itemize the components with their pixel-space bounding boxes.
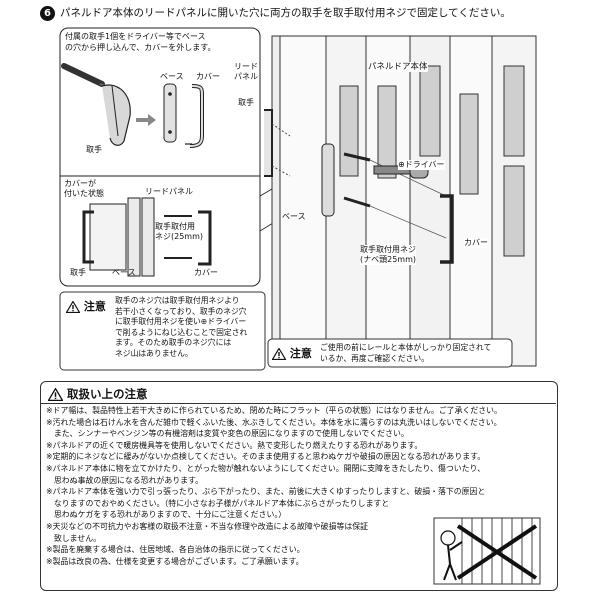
detail-label-lead-panel: リードパネル xyxy=(145,187,193,196)
caution-right-frame xyxy=(267,338,513,368)
caution-right-head: 注意 xyxy=(272,345,312,361)
caution-left-line: 若干小さくなっており、取手のネジ穴 xyxy=(115,306,247,316)
handling-note: ※パネルドア本体に物を立てかけたり、とがった物が触れないようにしてください。開閉… xyxy=(46,463,486,473)
detail-label-line: ネジ(25mm) xyxy=(155,232,204,241)
caution-right-head-text: 注意 xyxy=(289,347,312,360)
caution-left-line: で削るようにねじ込むことで固定され xyxy=(115,327,248,337)
main-label-lead-panel: リード パネル xyxy=(234,62,258,82)
handling-note: ※定期的にネジなどに緩みがないか点検してください。そのまま使用すると思わぬケガや… xyxy=(46,452,486,462)
child-hanging-warning-illustration xyxy=(433,517,541,585)
caution-left-line: ネジ山はありません。 xyxy=(115,348,193,358)
main-label-line: 取手取付用ネジ xyxy=(360,245,416,254)
handling-note: ※製品は改良の為、仕様を変更する場合がございます。ご了承願います。 xyxy=(46,556,304,566)
caution-left-body: 取手のネジ穴は取手取付用ネジより 若干小さくなっており、取手のネジ穴 に取手取付… xyxy=(115,296,265,359)
handling-note: ※汚れた場合は石けん水を含んだ雑巾で軽くふいた後、水ぶきしてください。本体を水に… xyxy=(46,417,502,427)
detail-label-handle: 取手 xyxy=(70,268,86,277)
main-label-screw: 取手取付用ネジ (ナベ頭25mm) xyxy=(360,245,417,265)
main-label-driver: ⊕ドライバー xyxy=(398,160,445,170)
handling-note: ※パネルドア本体を強い力で引っ張ったり、ぶら下がったり、また、前後に大きくゆすっ… xyxy=(46,487,486,497)
detail-label-cover: カバー xyxy=(194,268,218,277)
caution-right-line: ご使用の前にレールと本体がしっかり固定されて xyxy=(320,343,492,352)
handling-note: 思わぬケガをする恐れがありますので、十分にご注意ください。） xyxy=(46,510,287,520)
inset-instruction: 付属の取手1個をドライバー等でベース の穴から押し込んで、カバーを外します。 xyxy=(65,31,235,53)
handling-precautions-box xyxy=(40,381,558,591)
handling-note: ※ドア幅は、製品特性上若干大きめに作られているため、閉めた時にフラット（平らの状… xyxy=(46,406,502,415)
caution-left-line: ます。そのため取手のネジ穴には xyxy=(115,338,232,347)
detail-label-line: カバーが xyxy=(64,179,96,188)
handling-note: ※天災などの不可抗力やお客様の取扱不注意・不当な修理や改造による故障や破損等は保… xyxy=(46,521,369,531)
detail-label-cover-attached: カバーが 付いた状態 xyxy=(64,179,104,199)
detail-label-screw: 取手取付用 ネジ(25mm) xyxy=(155,222,203,242)
arrow-right-icon xyxy=(136,114,156,126)
installation-figure xyxy=(59,27,537,371)
detail-label-line: 取手取付用 xyxy=(155,222,195,231)
caution-left-head-text: 注意 xyxy=(83,300,106,313)
main-label-line: パネル xyxy=(234,72,258,81)
handling-note: ※パネルドアの近くで暖房機具等を使用しないでください。熱で変形したり燃えたりする… xyxy=(46,440,423,450)
base-part-illustration xyxy=(163,83,177,143)
main-label-line: リード xyxy=(234,62,258,71)
handling-title-text: 取扱い上の注意 xyxy=(67,387,148,401)
inset-label-cover: カバー xyxy=(196,72,220,81)
handling-note: ※製品を廃棄する場合は、住居地域、各自治体の指示に従ってください。 xyxy=(46,545,305,555)
caution-left-head: 注意 xyxy=(66,298,106,314)
handling-divider xyxy=(40,403,556,404)
main-label-handle: 取手 xyxy=(238,98,254,107)
inset-instruction-line: の穴から押し込んで、カバーを外します。 xyxy=(65,43,216,52)
handling-note: 致しません。 xyxy=(46,533,101,543)
step-title: パネルドア本体のリードパネルに開いた穴に両方の取手を取手取付用ネジで固定してくだ… xyxy=(60,7,511,19)
handling-note: 思わぬ事故の原因になる恐れがあります。 xyxy=(46,475,204,485)
detail-label-base: ベース xyxy=(112,268,136,277)
caution-left-frame xyxy=(59,291,266,371)
main-cover-illustration xyxy=(440,194,454,264)
main-label-door-body: パネルドア本体 xyxy=(368,62,428,72)
main-label-base: ベース xyxy=(282,212,306,221)
inset-label-handle: 取手 xyxy=(86,145,102,154)
cover-part-illustration xyxy=(185,84,204,148)
detail-label-line: 付いた状態 xyxy=(64,189,104,198)
caution-left-line: 取手のネジ穴は取手取付用ネジより xyxy=(115,296,240,305)
warning-triangle-icon xyxy=(66,301,80,313)
main-handle-illustration xyxy=(264,109,291,177)
main-label-cover: カバー xyxy=(464,238,488,248)
handling-title: 取扱い上の注意 xyxy=(48,386,148,402)
handle-with-driver-illustration xyxy=(61,63,131,146)
handling-note: また、シンナーやベンジン等の有機溶剤は変質や変色の原因になりますので使用しないで… xyxy=(46,429,409,439)
inset-instruction-line: 付属の取手1個をドライバー等でベース xyxy=(65,32,206,41)
inset-label-base: ベース xyxy=(160,72,184,81)
warning-triangle-icon xyxy=(48,388,63,401)
detail-illustration xyxy=(82,197,212,277)
caution-right-body: ご使用の前にレールと本体がしっかり固定されて いるか、再度ご確認ください。 xyxy=(320,343,510,364)
warning-triangle-icon xyxy=(272,348,286,360)
caution-right-line: いるか、再度ご確認ください。 xyxy=(320,353,429,363)
caution-left-line: に取手取付用ネジを使い⊕ドライバー xyxy=(115,317,247,326)
handling-notes: ※ドア幅は、製品特性上若干大きめに作られているため、閉めた時にフラット（平らの状… xyxy=(46,405,546,567)
main-base-illustration xyxy=(321,143,335,217)
main-label-line: (ナベ頭25mm) xyxy=(360,255,417,264)
handling-note: なりますのでおやめください。（特に小さなお子様がパネルドア本体にぶらさがったりし… xyxy=(46,498,390,508)
panel-door-illustration xyxy=(271,35,537,367)
step-number-badge: 6 xyxy=(40,6,55,21)
